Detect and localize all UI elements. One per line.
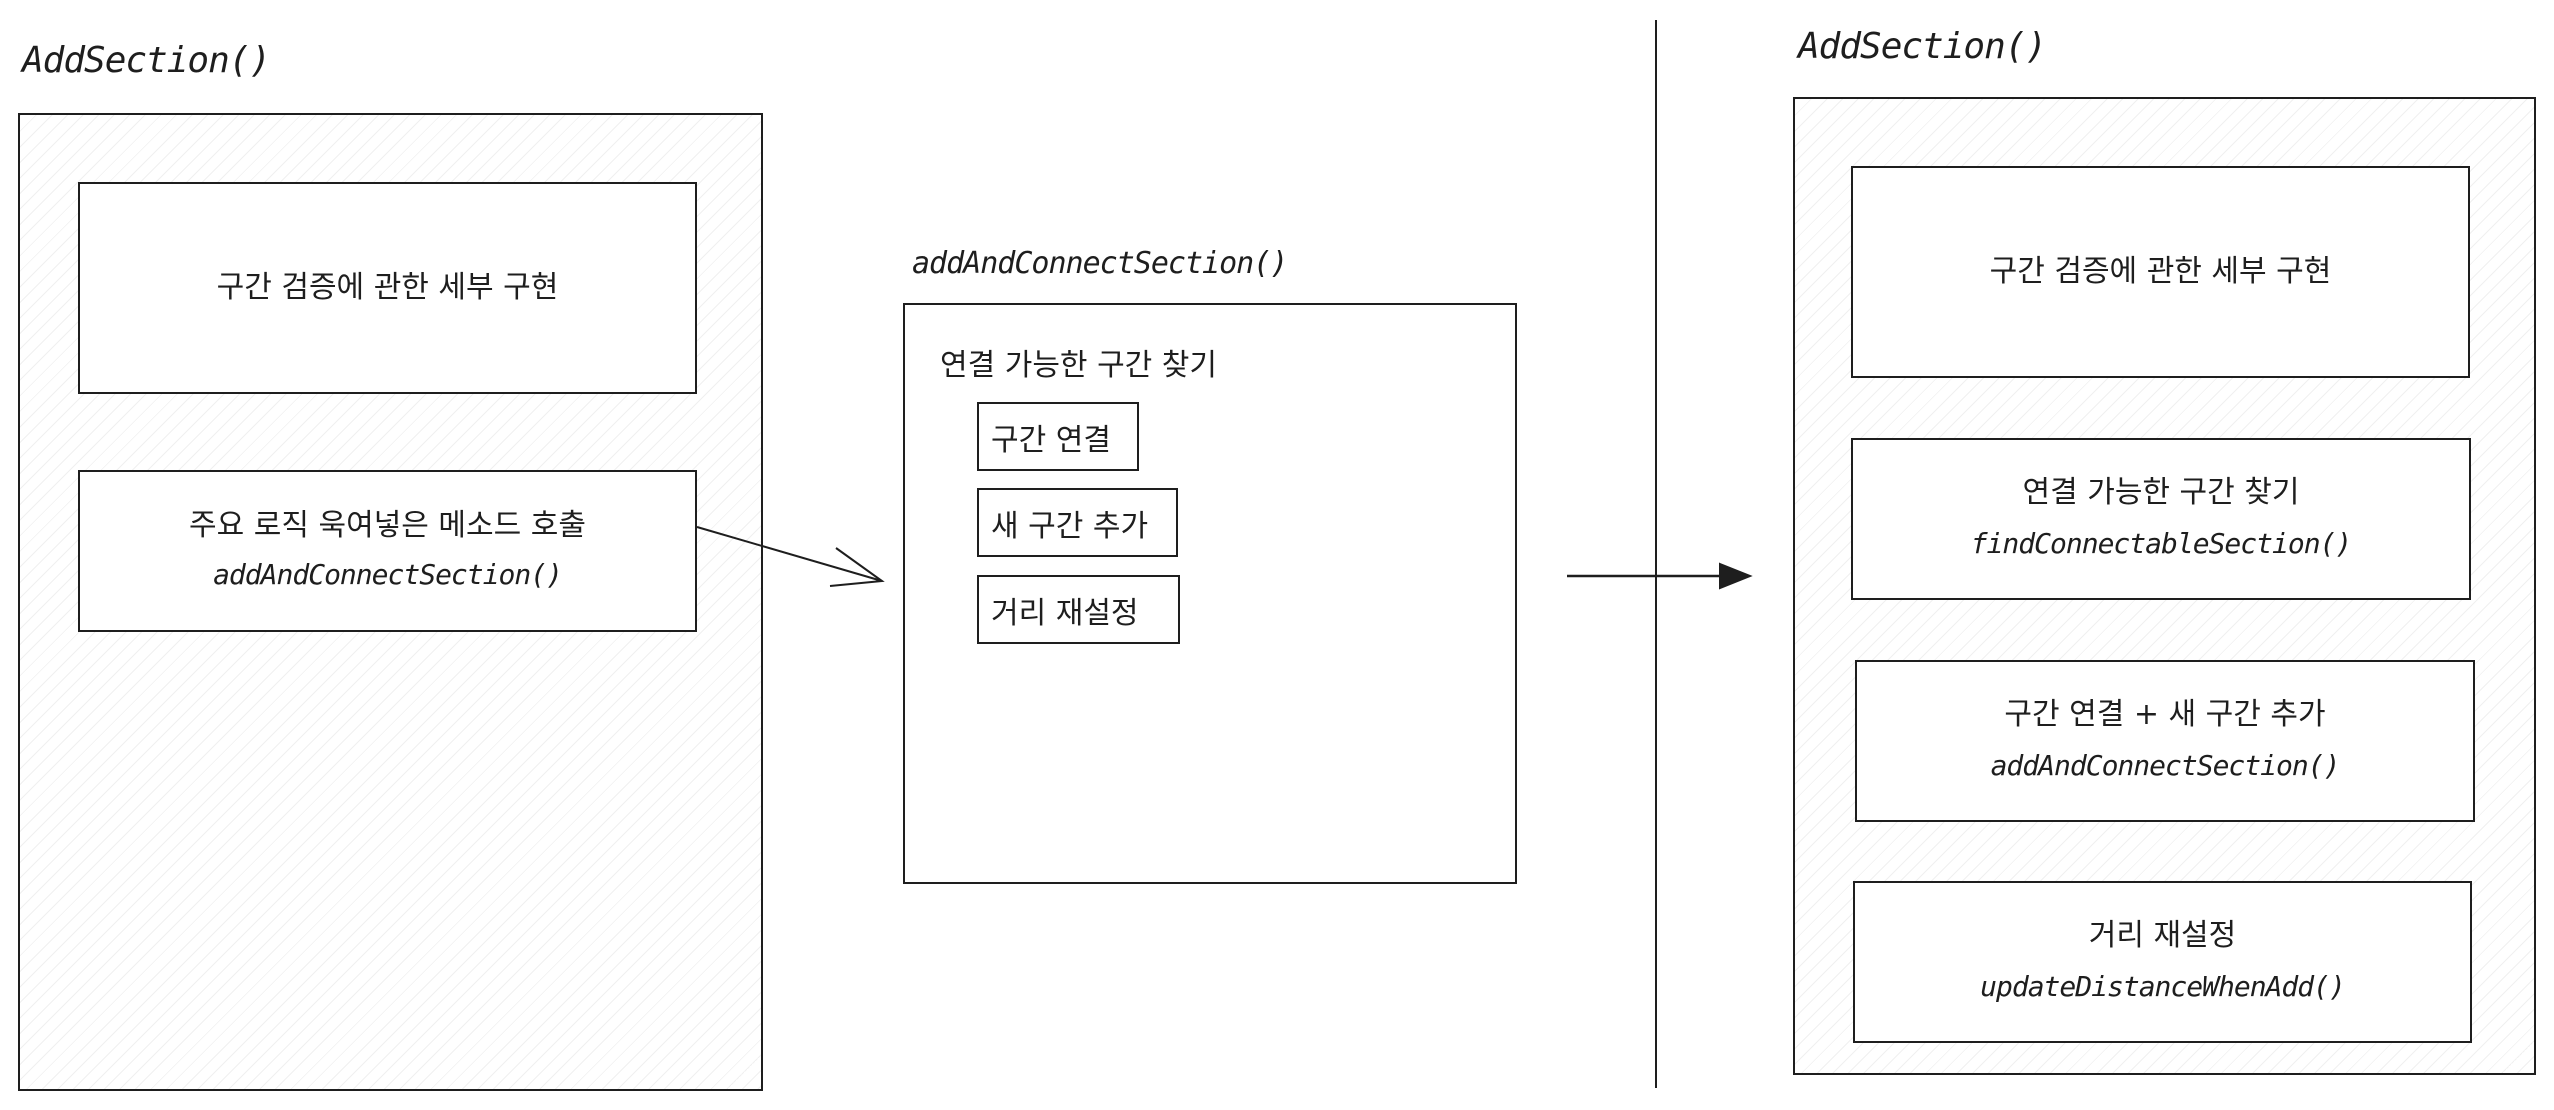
right-connect-box: 구간 연결 + 새 구간 추가 addAndConnectSection() [1855,660,2475,822]
right-panel-title: AddSection() [1798,26,2047,67]
right-distance-code: updateDistanceWhenAdd() [1980,970,2346,1003]
right-connect-label: 구간 연결 + 새 구간 추가 [2004,697,2326,732]
left-method-call-label: 주요 로직 욱여넣은 메소드 호출 [189,508,586,543]
left-validation-label: 구간 검증에 관한 세부 구현 [216,270,559,305]
left-validation-box: 구간 검증에 관한 세부 구현 [78,182,697,394]
right-validation-label: 구간 검증에 관한 세부 구현 [1989,254,2332,289]
middle-item-distance: 거리 재설정 [977,575,1180,644]
right-distance-box: 거리 재설정 updateDistanceWhenAdd() [1853,881,2472,1043]
refactor-arrow [1567,562,1753,590]
left-panel-title: AddSection() [22,40,271,81]
middle-item-add: 새 구간 추가 [977,488,1178,557]
right-distance-label: 거리 재설정 [2088,918,2237,953]
right-find-label: 연결 가능한 구간 찾기 [2022,475,2300,510]
right-validation-box: 구간 검증에 관한 세부 구현 [1851,166,2470,378]
left-method-call-box: 주요 로직 욱여넣은 메소드 호출 addAndConnectSection() [78,470,697,632]
left-method-call-code: addAndConnectSection() [213,558,563,591]
right-find-box: 연결 가능한 구간 찾기 findConnectableSection() [1851,438,2471,600]
middle-item-connect: 구간 연결 [977,402,1139,471]
middle-panel-title: addAndConnectSection() [912,246,1288,281]
right-find-code: findConnectableSection() [1970,527,2353,560]
middle-heading: 연결 가능한 구간 찾기 [940,348,1218,383]
call-arrow [696,526,885,587]
right-connect-code: addAndConnectSection() [1990,749,2341,782]
